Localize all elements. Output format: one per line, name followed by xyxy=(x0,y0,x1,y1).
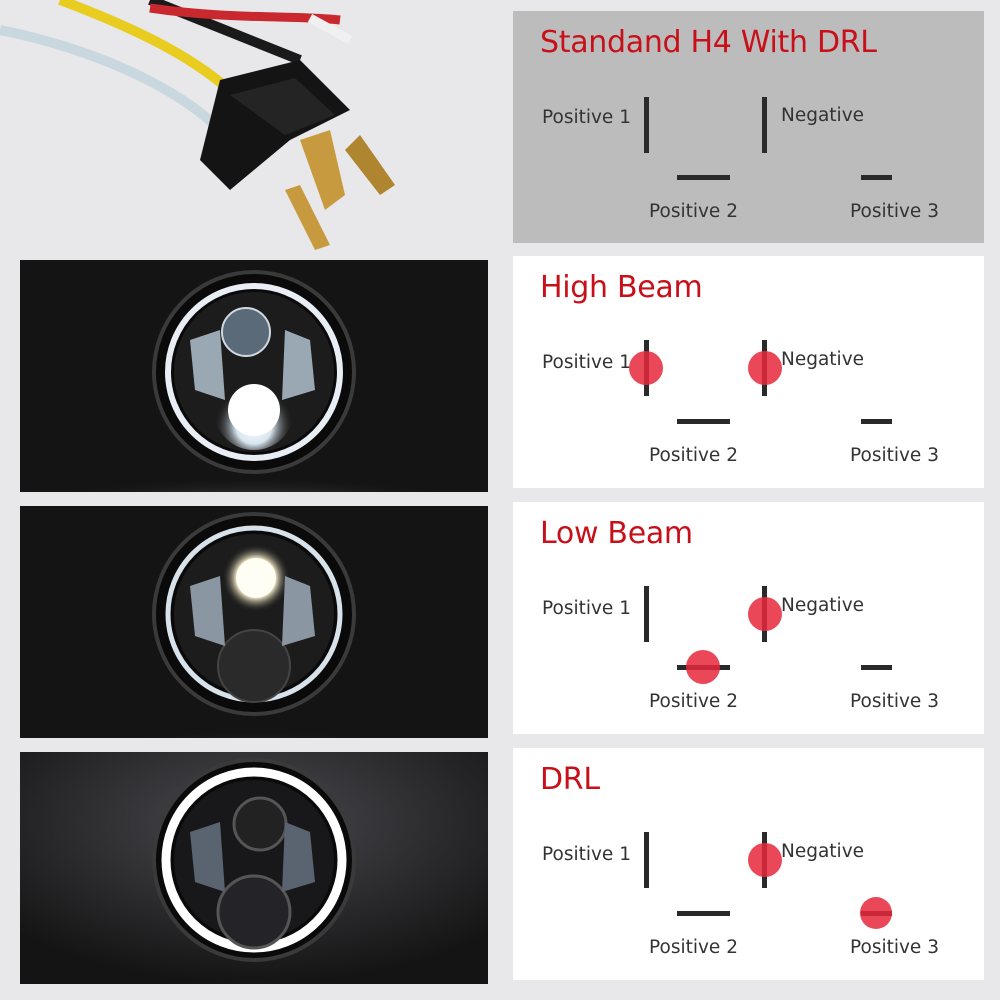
panel-title: DRL xyxy=(540,762,600,797)
active-dot-positive-3 xyxy=(860,897,892,929)
pin-positive-2 xyxy=(677,419,730,424)
label-positive-3: Positive 3 xyxy=(850,445,939,466)
panel-standard-h4: Standand H4 With DRL Positive 1 Negative… xyxy=(513,11,984,243)
label-positive-2: Positive 2 xyxy=(649,445,738,466)
panel-high-beam: High Beam Positive 1 Negative Positive 2… xyxy=(513,256,984,488)
label-negative: Negative xyxy=(781,595,865,616)
active-dot-positive-2 xyxy=(686,650,720,684)
pin-positive-1 xyxy=(644,832,649,888)
headlight-photo-drl xyxy=(20,752,488,984)
active-dot-negative xyxy=(748,351,782,385)
headlight-low-beam-illustration xyxy=(20,506,488,738)
pin-positive-3 xyxy=(861,419,892,424)
label-positive-1: Positive 1 xyxy=(542,352,631,373)
label-positive-1: Positive 1 xyxy=(542,598,631,619)
label-positive-2: Positive 2 xyxy=(649,691,738,712)
panel-title: Low Beam xyxy=(540,516,693,551)
pin-positive-1 xyxy=(644,97,649,153)
pin-positive-1 xyxy=(644,586,649,642)
pin-negative xyxy=(762,97,767,153)
label-negative: Negative xyxy=(781,349,865,370)
pin-positive-2 xyxy=(677,911,730,916)
active-dot-positive-1 xyxy=(629,351,663,385)
active-dot-negative xyxy=(748,843,782,877)
pin-positive-3 xyxy=(861,175,892,180)
label-negative: Negative xyxy=(781,841,865,862)
panel-low-beam: Low Beam Positive 1 Negative Positive 2 … xyxy=(513,502,984,734)
label-negative: Negative xyxy=(781,105,865,126)
label-positive-3: Positive 3 xyxy=(850,201,939,222)
label-positive-1: Positive 1 xyxy=(542,107,631,128)
panel-title: High Beam xyxy=(540,270,703,305)
h4-connector-illustration xyxy=(0,0,500,250)
pin-positive-3 xyxy=(861,665,892,670)
label-positive-3: Positive 3 xyxy=(850,937,939,958)
headlight-photo-low-beam xyxy=(20,506,488,738)
panel-title: Standand H4 With DRL xyxy=(540,25,877,60)
pin-positive-2 xyxy=(677,175,730,180)
label-positive-1: Positive 1 xyxy=(542,844,631,865)
panel-drl: DRL Positive 1 Negative Positive 2 Posit… xyxy=(513,748,984,980)
headlight-drl-illustration xyxy=(20,752,488,984)
headlight-high-beam-illustration xyxy=(20,260,488,492)
active-dot-negative xyxy=(748,597,782,631)
label-positive-2: Positive 2 xyxy=(649,201,738,222)
h4-connector-photo xyxy=(0,0,500,250)
headlight-photo-high-beam xyxy=(20,260,488,492)
label-positive-3: Positive 3 xyxy=(850,691,939,712)
label-positive-2: Positive 2 xyxy=(649,937,738,958)
